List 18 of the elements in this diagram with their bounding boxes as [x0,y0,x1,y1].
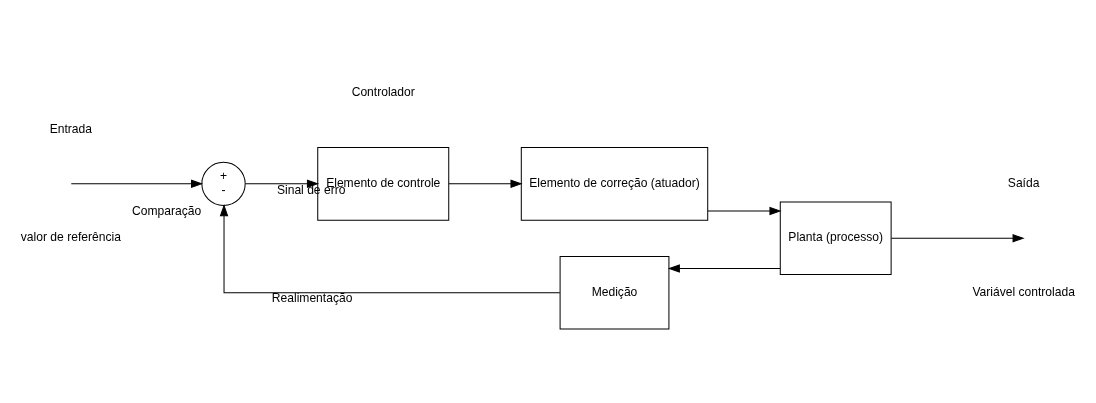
label: Variável controlada [972,284,1075,299]
arrow [244,179,320,188]
arrow [667,263,781,273]
node-label: Comparação [132,203,202,218]
edge-label: Realimentação [271,290,353,305]
label: valor de referência [20,229,121,244]
node-box: Elemento de correção (atuador) [520,146,709,221]
arrow [890,233,1025,242]
label: Controlador [351,84,415,99]
arrow [219,203,561,293]
node-circle: + - [201,161,246,206]
arrow [70,179,204,188]
label: Entrada [49,121,93,136]
node-box: Planta (processo) [779,201,892,275]
arrow [448,179,523,188]
label: Saída [1007,175,1040,190]
node-box: Medição [559,255,670,329]
arrow [707,206,782,215]
